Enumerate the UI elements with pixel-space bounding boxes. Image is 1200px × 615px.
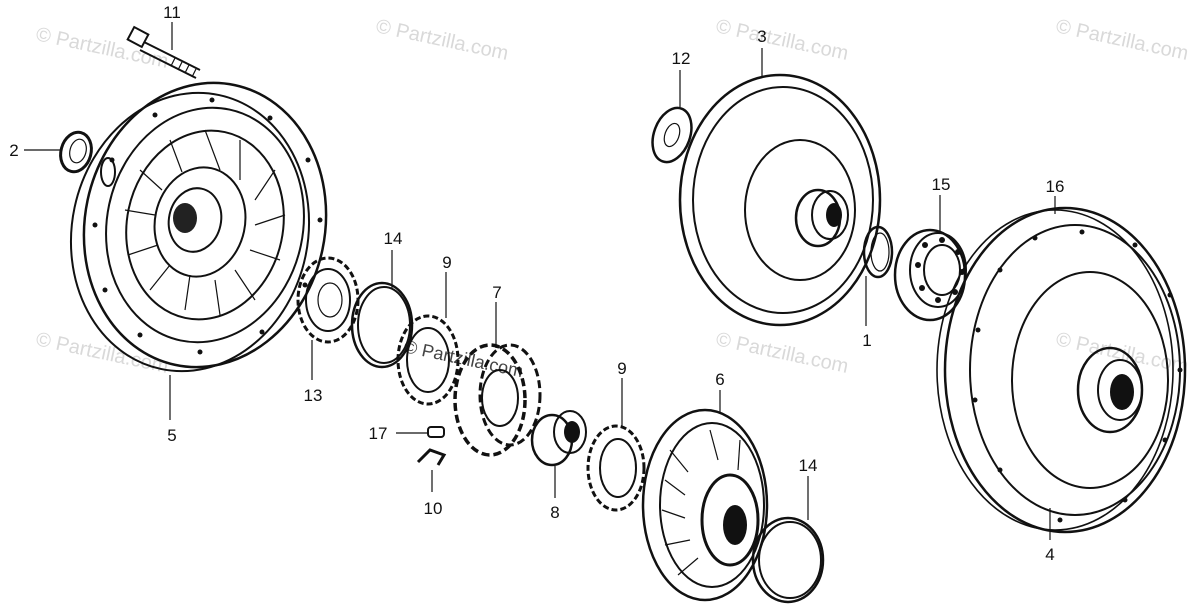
callout-9-left[interactable]: 9 — [442, 253, 451, 272]
callout-14-right[interactable]: 14 — [799, 456, 818, 475]
watermarks: © Partzilla.com © Partzilla.com © Partzi… — [34, 15, 1190, 381]
part-10-clip — [416, 448, 447, 466]
callout-14-left[interactable]: 14 — [384, 229, 403, 248]
part-4-housing — [943, 206, 1187, 534]
callout-6[interactable]: 6 — [715, 370, 724, 389]
callout-12[interactable]: 12 — [672, 49, 691, 68]
part-14-snap-ring-left — [350, 281, 414, 369]
watermark-top-right-center: © Partzilla.com — [714, 15, 850, 65]
part-14-snap-ring-right — [751, 516, 825, 604]
watermark-mid-center: © Partzilla.com — [714, 328, 850, 378]
callout-3[interactable]: 3 — [757, 27, 766, 46]
leader-lines — [24, 22, 1056, 540]
callout-17[interactable]: 17 — [369, 424, 388, 443]
callout-15[interactable]: 15 — [932, 175, 951, 194]
part-7-gear — [453, 343, 542, 457]
callout-11[interactable]: 11 — [163, 3, 181, 22]
callout-labels: 11 2 5 13 14 9 7 17 10 8 9 6 14 12 3 1 1… — [9, 3, 1064, 564]
callout-9-right[interactable]: 9 — [617, 359, 626, 378]
callout-16[interactable]: 16 — [1046, 177, 1065, 196]
callout-13[interactable]: 13 — [304, 386, 323, 405]
callout-8[interactable]: 8 — [550, 503, 559, 522]
callout-1[interactable]: 1 — [862, 331, 871, 350]
watermark-top-center: © Partzilla.com — [374, 15, 510, 65]
watermark-inline: © Partzilla.com — [402, 336, 525, 381]
watermark-mid-left: © Partzilla.com — [34, 328, 170, 378]
part-2-seal — [59, 130, 93, 174]
part-12-washer — [651, 106, 693, 164]
part-6-turbine — [641, 408, 769, 602]
part-5-torque-converter-cover — [69, 81, 328, 373]
callout-5[interactable]: 5 — [167, 426, 176, 445]
callout-2[interactable]: 2 — [9, 141, 18, 160]
callout-4[interactable]: 4 — [1045, 545, 1054, 564]
watermark-top-left: © Partzilla.com — [34, 23, 170, 73]
part-9-sprocket-right — [586, 424, 646, 512]
part-3-disc — [678, 73, 882, 327]
callout-10[interactable]: 10 — [424, 499, 443, 518]
watermark-top-right: © Partzilla.com — [1054, 15, 1190, 65]
part-9-sprocket-left — [396, 314, 460, 406]
callout-7[interactable]: 7 — [492, 283, 501, 302]
part-15-bearing — [893, 228, 967, 322]
part-17-pin — [427, 426, 445, 438]
part-8-bushing — [530, 410, 587, 467]
part-1-ring — [862, 225, 894, 279]
part-11-bolt — [126, 25, 201, 79]
part-13-sprocket — [296, 256, 360, 344]
